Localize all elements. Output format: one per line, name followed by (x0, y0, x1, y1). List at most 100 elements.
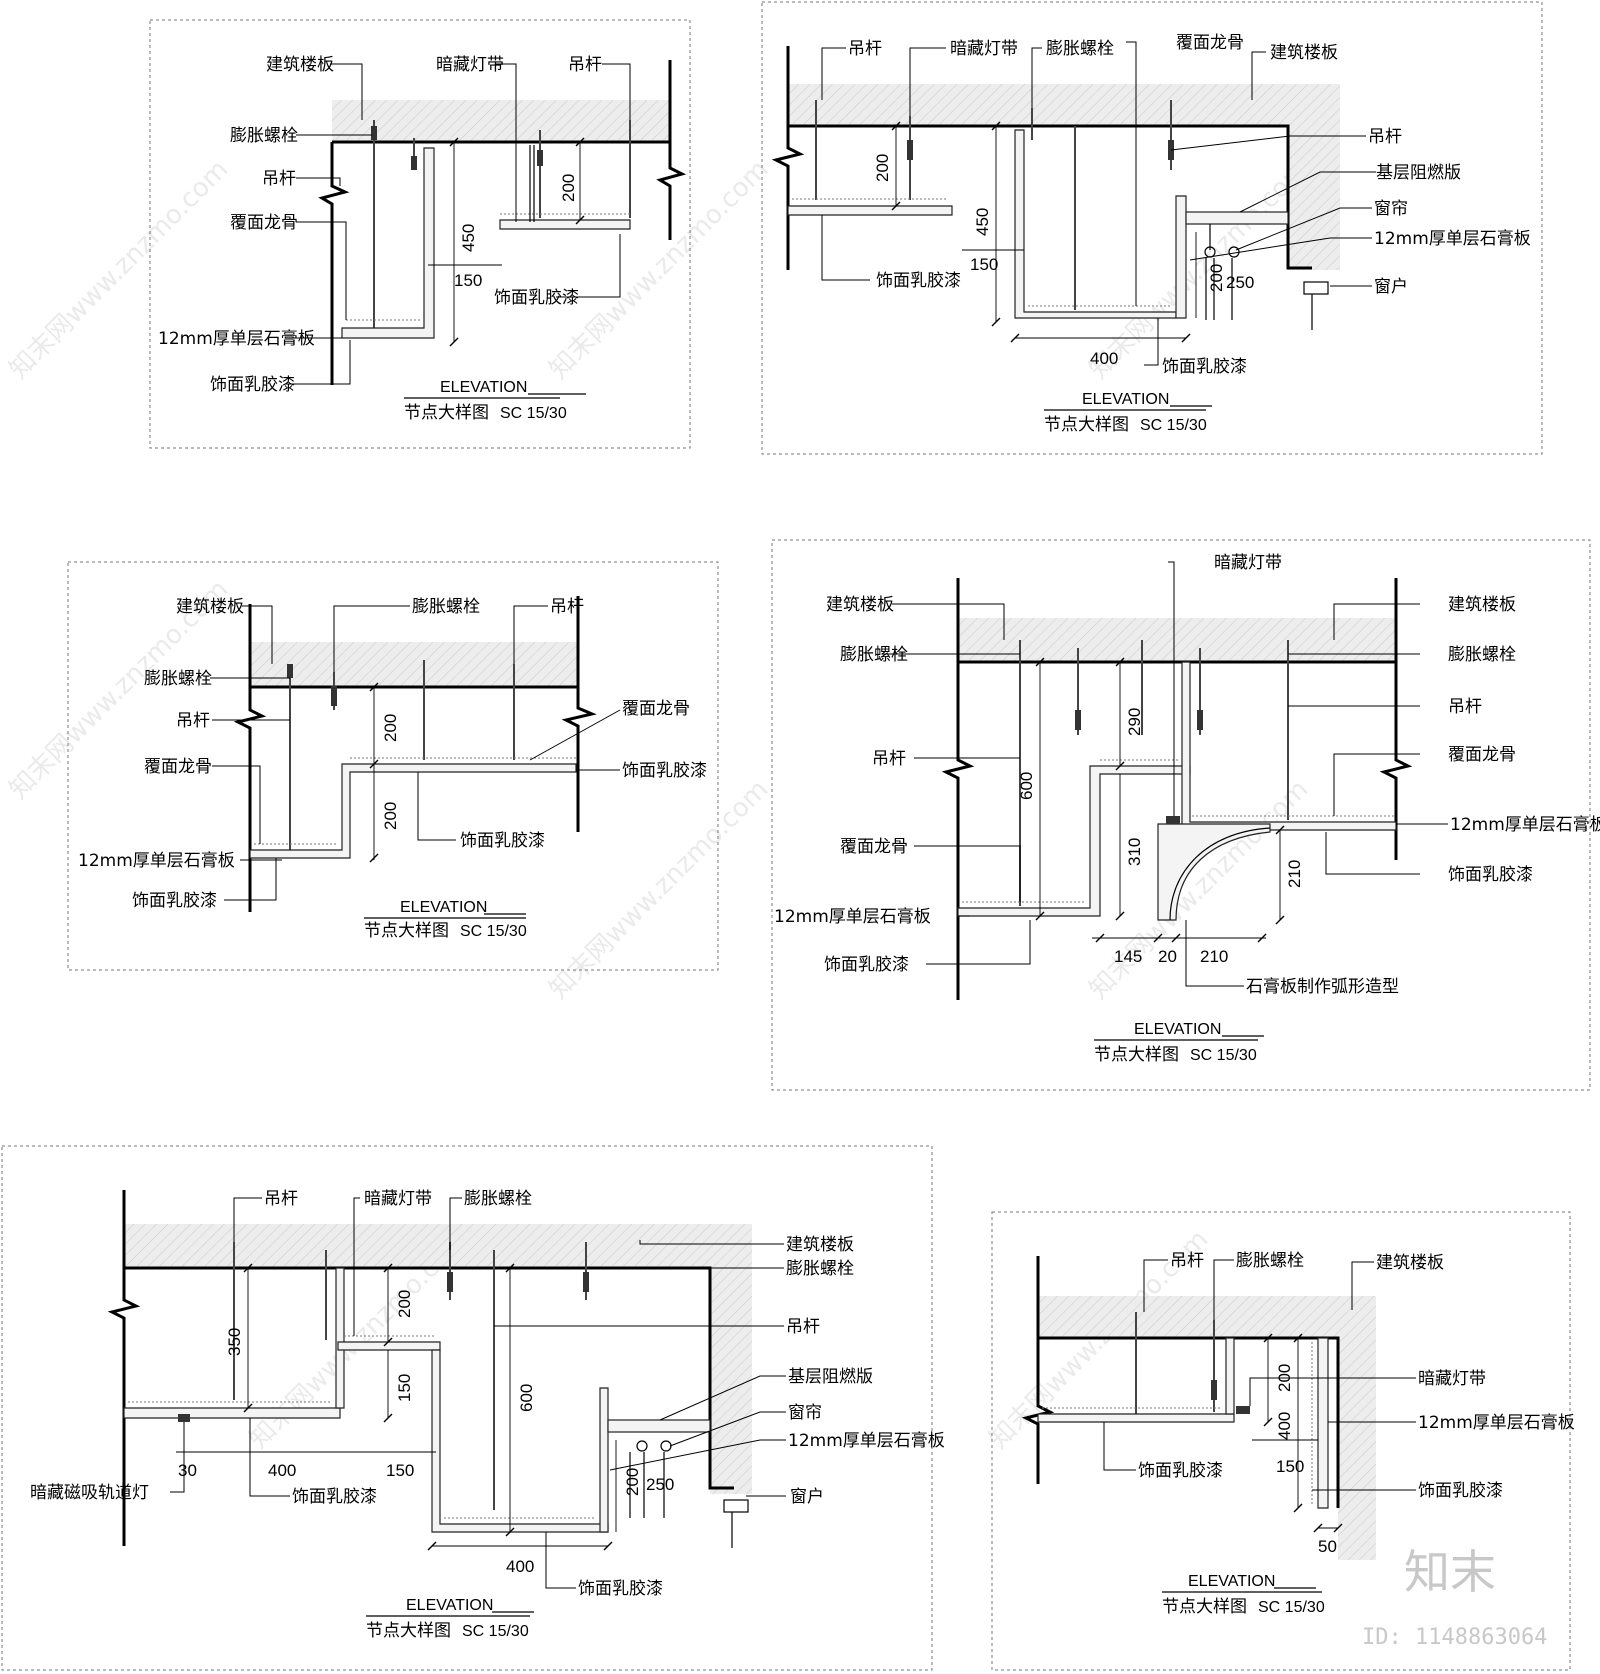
leader-line (296, 221, 347, 320)
dim-tick (1275, 825, 1285, 835)
slab-edge (124, 1266, 734, 1490)
dim-tick (383, 1413, 393, 1423)
elevation-title: ELEVATION (400, 899, 487, 916)
dim-tick (1257, 933, 1267, 943)
slab-edge (1038, 1336, 1340, 1508)
leader-line (1144, 318, 1159, 366)
gypsum-board (957, 765, 1191, 917)
callout-label: 建筑楼板 (826, 595, 894, 615)
dim-tick (1010, 333, 1020, 343)
callout-label: 膨胀螺栓 (1236, 1251, 1304, 1271)
dimension-label: 50 (1318, 1537, 1337, 1556)
fire-retardant-board (607, 1419, 711, 1433)
callout-label: 饰面乳胶漆 (876, 271, 961, 291)
callout-label: 饰面乳胶漆 (494, 288, 579, 308)
leader-line (242, 605, 273, 664)
callout-label: 覆面龙骨 (1448, 745, 1516, 765)
dim-tick (449, 337, 459, 347)
detail-3: 200 200 建筑楼板 膨胀螺栓 吊杆 膨胀螺栓 吊杆 覆面龙骨 覆面龙骨 饰… (67, 561, 719, 971)
dim-tick (1115, 911, 1125, 921)
window-frame (1303, 281, 1329, 295)
callout-label: 建筑楼板 (786, 1235, 854, 1255)
callout-label: 饰面乳胶漆 (824, 955, 909, 975)
leader-line (1333, 603, 1420, 640)
detail-title: 节点大样图 (1044, 415, 1129, 435)
dim-tick (1263, 1417, 1273, 1427)
leader-line (1333, 753, 1420, 816)
leader-line (1325, 832, 1420, 875)
detail-frame (991, 1211, 1571, 1671)
curtain-runner (660, 1440, 672, 1452)
break-line (656, 60, 687, 240)
callout-label: 12mm厚单层石膏板 (774, 906, 931, 927)
dimension-label: 600 (517, 1384, 536, 1412)
dim-tick (505, 1263, 515, 1273)
detail-2: 200 450 150 200 250 400 吊杆 暗藏灯带 膨胀螺栓 覆面龙… (761, 1, 1543, 455)
leader-line (330, 63, 363, 120)
callout-label: 饰面乳胶漆 (132, 891, 217, 911)
dim-tick (1035, 657, 1045, 667)
callout-label: 膨胀螺栓 (840, 645, 908, 665)
leader-line (609, 1439, 786, 1471)
callout-label: 暗藏灯带 (364, 1189, 432, 1209)
scale-label: SC 15/30 (460, 923, 527, 940)
leader-line (249, 1418, 290, 1497)
dimension-label: 310 (1125, 838, 1144, 866)
dim-tick (575, 215, 585, 225)
dim-tick (243, 1263, 253, 1273)
bolt (583, 1272, 589, 1292)
gypsum-board (249, 763, 577, 859)
leader-line (914, 845, 1021, 902)
elevation-title: ELEVATION (1082, 391, 1169, 408)
leader-line (1235, 207, 1372, 251)
callout-label: 膨胀螺栓 (1448, 645, 1516, 665)
gypsum-board (1175, 195, 1187, 319)
dimension-label: 400 (1275, 1412, 1294, 1440)
arc-board (1157, 823, 1271, 921)
dim-tick (369, 853, 379, 863)
dimension-label: 210 (1285, 860, 1304, 888)
break-line (771, 46, 805, 270)
dim-tick (449, 137, 459, 147)
leader-line (513, 605, 548, 664)
callout-label: 吊杆 (550, 597, 584, 617)
detail-title: 节点大样图 (1094, 1045, 1179, 1065)
callout-label: 建筑楼板 (1448, 595, 1516, 615)
callout-label: 饰面乳胶漆 (1162, 357, 1247, 377)
gypsum-board (1014, 129, 1177, 319)
gypsum-board (123, 1407, 341, 1419)
dimension-label: 150 (395, 1374, 414, 1402)
light-strip (1166, 816, 1180, 824)
break-line (941, 578, 975, 1000)
callout-label: 暗藏灯带 (950, 39, 1018, 59)
dim-tick (991, 121, 1001, 131)
gypsum-board (341, 147, 435, 339)
elevation-title: ELEVATION (1188, 1573, 1275, 1590)
callout-label: 吊杆 (262, 169, 296, 189)
scale-label: SC 15/30 (500, 405, 567, 422)
dimension-label: 210 (1200, 947, 1228, 966)
callout-label: 膨胀螺栓 (786, 1259, 854, 1279)
callout-label: 膨胀螺栓 (230, 126, 298, 146)
leader-line (1239, 171, 1376, 213)
leader-line (821, 215, 870, 281)
image-id-label: ID: 1148863064 (1362, 1625, 1547, 1650)
callout-label: 吊杆 (1448, 697, 1482, 717)
callout-label: 饰面乳胶漆 (622, 761, 707, 781)
dim-tick (1333, 1523, 1343, 1533)
dimension-label: 200 (1207, 264, 1226, 292)
elevation-title: ELEVATION (1134, 1021, 1221, 1038)
callout-label: 饰面乳胶漆 (1138, 1461, 1223, 1481)
callout-label: 基层阻燃版 (788, 1367, 873, 1387)
dim-tick (383, 1263, 393, 1273)
bolt (1075, 710, 1081, 730)
callout-label: 12mm厚单层石膏板 (78, 850, 235, 871)
scale-label: SC 15/30 (1140, 417, 1207, 434)
callout-label: 12mm厚单层石膏板 (1418, 1412, 1575, 1433)
detail-frame (771, 539, 1591, 1091)
elevation-title: ELEVATION (440, 379, 527, 396)
break-line (107, 1190, 141, 1546)
detail-5: 350 200 150 600 30 400 150 200 250 400 吊… (1, 1145, 945, 1671)
callout-label: 膨胀螺栓 (464, 1189, 532, 1209)
callout-label: 12mm厚单层石膏板 (158, 328, 315, 349)
